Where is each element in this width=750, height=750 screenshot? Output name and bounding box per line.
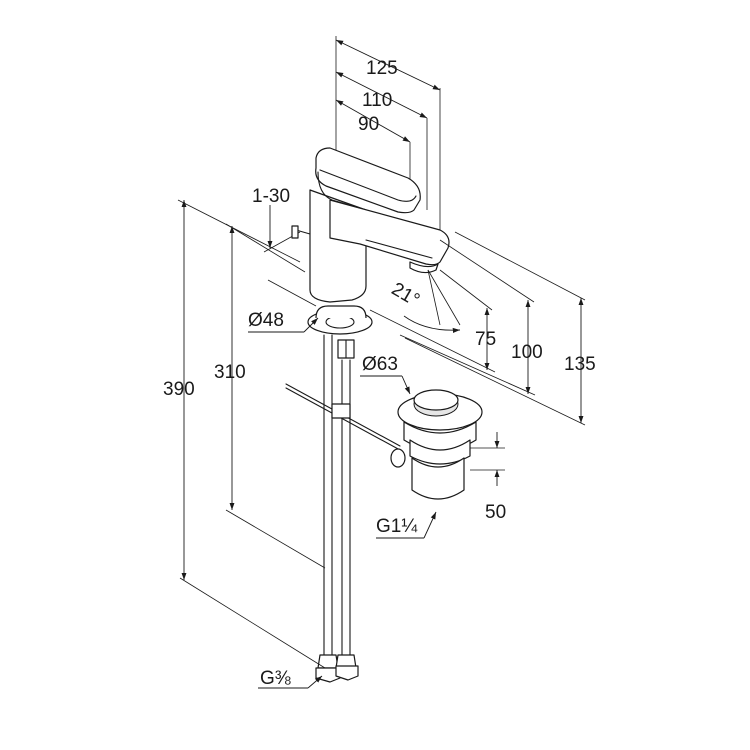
drain-tailpiece (411, 457, 465, 500)
label-390: 390 (163, 379, 195, 400)
label-125: 125 (366, 58, 398, 79)
dia-48-leader (303, 317, 319, 333)
ext-75-top (439, 269, 493, 311)
angle-line-vertical (427, 269, 441, 326)
left-height-dimensions: 310 390 (163, 199, 326, 669)
ext-100-top (439, 239, 535, 303)
label-135: 135 (564, 354, 596, 375)
ext-48-top (267, 279, 317, 307)
aerator (409, 261, 439, 274)
label-g114: G1¼ (376, 516, 418, 537)
ext-135-bottom (404, 337, 586, 426)
right-height-dimensions: 75 100 135 (369, 231, 596, 426)
angle-21-group: 21° (388, 269, 461, 333)
label-50: 50 (485, 502, 506, 523)
mounting-base (307, 305, 373, 359)
label-1-30: 1-30 (252, 186, 290, 207)
drain-ring-2 (409, 439, 471, 465)
top-dimension-group: 125 110 90 (335, 36, 441, 240)
thread-g114-group: G1¼ (376, 511, 437, 539)
ext-390-bottom (179, 577, 326, 669)
faucet-spout (329, 199, 450, 266)
rod-clamp (331, 403, 351, 419)
g114-leader (423, 511, 437, 539)
label-dia-48: Ø48 (248, 310, 284, 331)
ext-135-top (454, 231, 586, 301)
label-110: 110 (362, 90, 392, 111)
handle-underside (317, 171, 361, 209)
angle-line-spray (427, 269, 461, 326)
ext-100-bottom (399, 334, 536, 396)
ext-310-bottom (225, 509, 326, 569)
label-90: 90 (358, 114, 379, 135)
popup-rod-knob (291, 225, 299, 239)
handle-edge (319, 169, 417, 202)
ext-310-top (225, 223, 306, 273)
label-310: 310 (214, 362, 246, 383)
base-collar (315, 305, 367, 319)
label-75: 75 (475, 329, 496, 350)
drain-plug-top (413, 389, 459, 411)
ext-390-top (177, 199, 301, 263)
faucet-body (291, 147, 450, 303)
ext-75-bottom (369, 309, 496, 373)
hose-fitting-left (317, 654, 339, 669)
thread-g38-group: G⅜ (258, 668, 323, 689)
g38-leader (307, 675, 323, 689)
popup-drain (390, 389, 483, 500)
dim-1-30-group: 1-30 (252, 186, 301, 253)
hose-nut-right (335, 665, 359, 681)
dim-50-group: 50 (470, 432, 506, 523)
label-dia-63: Ø63 (362, 354, 398, 375)
lever-handle (315, 147, 421, 214)
dia-63-leader (401, 375, 411, 395)
label-21-degrees: 21° (388, 279, 423, 312)
popup-linkage (285, 383, 401, 451)
dia-63-group: Ø63 (360, 354, 411, 395)
popup-rod-lower (285, 387, 401, 451)
supply-hoses (315, 334, 359, 683)
dia-48-group: Ø48 (248, 279, 319, 333)
label-100: 100 (511, 342, 543, 363)
dim-line-90 (335, 99, 411, 143)
label-g38: G⅜ (260, 668, 291, 689)
drain-pivot (390, 448, 406, 468)
dim-line-110 (335, 71, 428, 119)
angle-arc (403, 315, 461, 333)
spout-edge (365, 239, 433, 259)
